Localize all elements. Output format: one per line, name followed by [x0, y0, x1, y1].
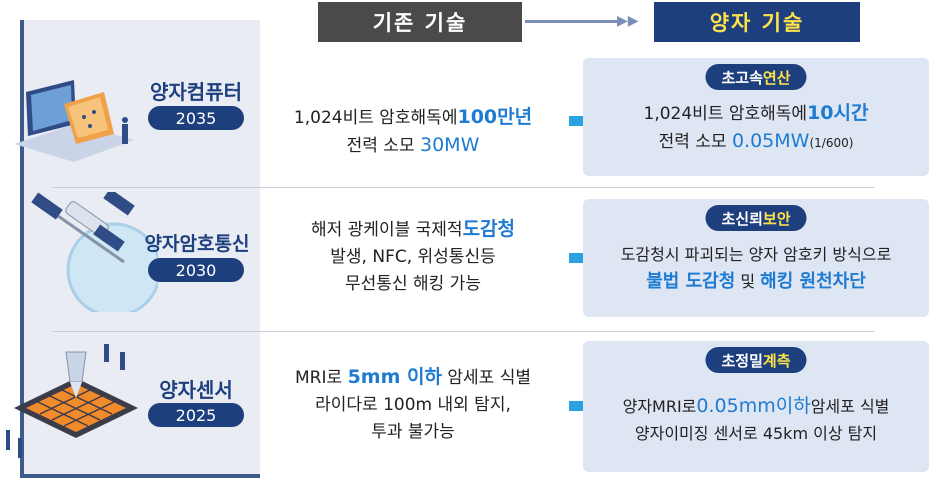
- old-tech-description: 1,024비트 암호해독에100만년 전력 소모 30MW: [268, 104, 558, 160]
- satellite-icon: [31, 192, 158, 312]
- text: 무선통신 해킹 가능: [345, 274, 481, 294]
- year-badge: 2025: [148, 403, 244, 427]
- left-panel-border-bottom: [20, 474, 260, 478]
- header-arrow: [525, 20, 625, 23]
- new-tech-card: 초고속 연산 1,024비트 암호해독에10시간 전력 소모 0.05MW(1/…: [583, 58, 929, 176]
- row-divider: [52, 331, 874, 332]
- year-badge: 2035: [148, 106, 244, 130]
- old-tech-description: 해저 광케이블 국제적도감청 발생, NFC, 위성통신등 무선통신 해킹 가능: [268, 216, 558, 298]
- highlight: 0.05MW: [731, 130, 810, 152]
- highlight: 계측: [762, 351, 791, 370]
- row-title: 양자센서: [159, 378, 233, 402]
- header-new-tech: 양자 기술: [654, 2, 860, 42]
- row-title: 양자컴퓨터: [150, 80, 242, 104]
- text: 암세포 식별: [441, 368, 531, 388]
- highlight: 30MW: [420, 134, 480, 156]
- highlight: 불법 도감청: [646, 271, 736, 292]
- feature-pill: 초정밀 계측: [705, 347, 807, 373]
- highlight: 해킹 원천차단: [760, 271, 866, 292]
- highlight: 5mm 이하: [347, 366, 442, 388]
- highlight: 100만년: [457, 106, 533, 128]
- text: 및: [735, 272, 761, 291]
- text: (1/600): [809, 136, 854, 150]
- text: 암세포 식별: [810, 397, 890, 416]
- header-old-tech: 기존 기술: [318, 2, 522, 42]
- feature-pill: 초고속 연산: [705, 64, 807, 90]
- header-arrowhead-icon: ▶▶: [617, 13, 639, 29]
- highlight: 보안: [762, 209, 791, 228]
- year-badge: 2030: [148, 258, 244, 282]
- text: 도감청시 파괴되는 양자 암호키 방식으로: [620, 245, 892, 264]
- text: MRI로: [295, 368, 348, 388]
- text: 양자이미징 센서로 45km 이상 탐지: [634, 424, 878, 443]
- text: 양자MRI로: [622, 397, 697, 416]
- laptop-icon: [14, 80, 134, 162]
- text: 발생, NFC, 위성통신등: [330, 247, 496, 267]
- text: 1,024비트 암호해독에: [643, 104, 808, 124]
- text: 초신뢰: [721, 209, 763, 228]
- text: 초고속: [721, 68, 763, 87]
- highlight: 10시간: [807, 102, 869, 124]
- card-body: 도감청시 파괴되는 양자 암호키 방식으로 불법 도감청 및 해킹 원천차단: [583, 241, 929, 295]
- new-tech-card: 초정밀 계측 양자MRI로0.05mm이하암세포 식별 양자이미징 센서로 45…: [583, 341, 929, 472]
- row-title: 양자암호통신: [144, 233, 250, 255]
- new-tech-card: 초신뢰 보안 도감청시 파괴되는 양자 암호키 방식으로 불법 도감청 및 해킹…: [583, 199, 929, 317]
- left-panel-border: [20, 20, 24, 478]
- row-divider: [52, 187, 874, 188]
- text: 해저 광케이블 국제적: [310, 220, 463, 240]
- highlight: 도감청: [462, 218, 516, 240]
- card-body: 1,024비트 암호해독에10시간 전력 소모 0.05MW(1/600): [583, 100, 929, 157]
- text: 전력 소모: [658, 132, 727, 152]
- highlight: 연산: [762, 68, 791, 87]
- text: 전력 소모: [346, 136, 420, 156]
- feature-pill: 초신뢰 보안: [705, 205, 807, 231]
- text: 초정밀: [721, 351, 763, 370]
- card-body: 양자MRI로0.05mm이하암세포 식별 양자이미징 센서로 45km 이상 탐…: [583, 393, 929, 447]
- sensor-chip-icon: [6, 344, 138, 458]
- text: 라이다로 100m 내외 탐지,: [315, 395, 511, 415]
- old-tech-description: MRI로 5mm 이하 암세포 식별 라이다로 100m 내외 탐지, 투과 불…: [268, 364, 558, 446]
- text: 1,024비트 암호해독에: [293, 108, 458, 128]
- highlight: 0.05mm이하: [696, 395, 811, 417]
- text: 투과 불가능: [371, 422, 455, 442]
